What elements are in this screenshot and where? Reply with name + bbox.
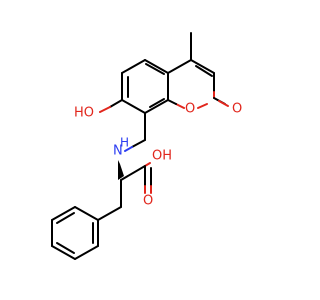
bond-to-nitrogen [124,146,133,152]
bond [190,59,215,74]
bond [144,99,169,114]
bond [51,206,76,221]
bond-to-oxygen [197,103,208,109]
bond-double-inner [56,212,75,224]
bond [74,206,99,221]
bond-double-inner [149,98,165,108]
bond-to-oxygen [99,106,111,113]
phenyl-ring [51,206,99,260]
amine-hydrogen-label: H [120,136,129,150]
bond-double-inner [195,65,213,77]
bond-to-oxygen [175,103,185,109]
pyranone-ring [167,59,229,109]
amine-nitrogen-label: N [113,144,123,159]
bond [74,245,99,260]
acid-carbonyl-oxygen-label: O [143,194,153,209]
bond [121,99,146,114]
bond-double-inner [56,242,75,254]
bond-to-oxygen [218,100,229,107]
bond [144,59,169,74]
bond [131,139,146,148]
bond [97,206,122,221]
bond-double-inner [145,63,165,75]
acid-hydroxyl-label: OH [152,149,172,164]
hydroxyl-label: HO [74,106,94,121]
benzene-ring-coumarin [121,59,169,114]
lactone-carbonyl-oxygen-label: O [232,102,242,117]
bond [51,245,76,260]
molecule-diagram: HO O O N H OH O [51,32,242,260]
bond [120,165,146,181]
ring-oxygen-label: O [185,102,195,117]
bond [109,99,123,108]
stereo-wedge-bond [118,160,124,180]
molecule-structure-svg: HO O O N H OH O [51,32,242,260]
bond [167,59,192,74]
bond [121,59,146,74]
bond [167,99,177,105]
